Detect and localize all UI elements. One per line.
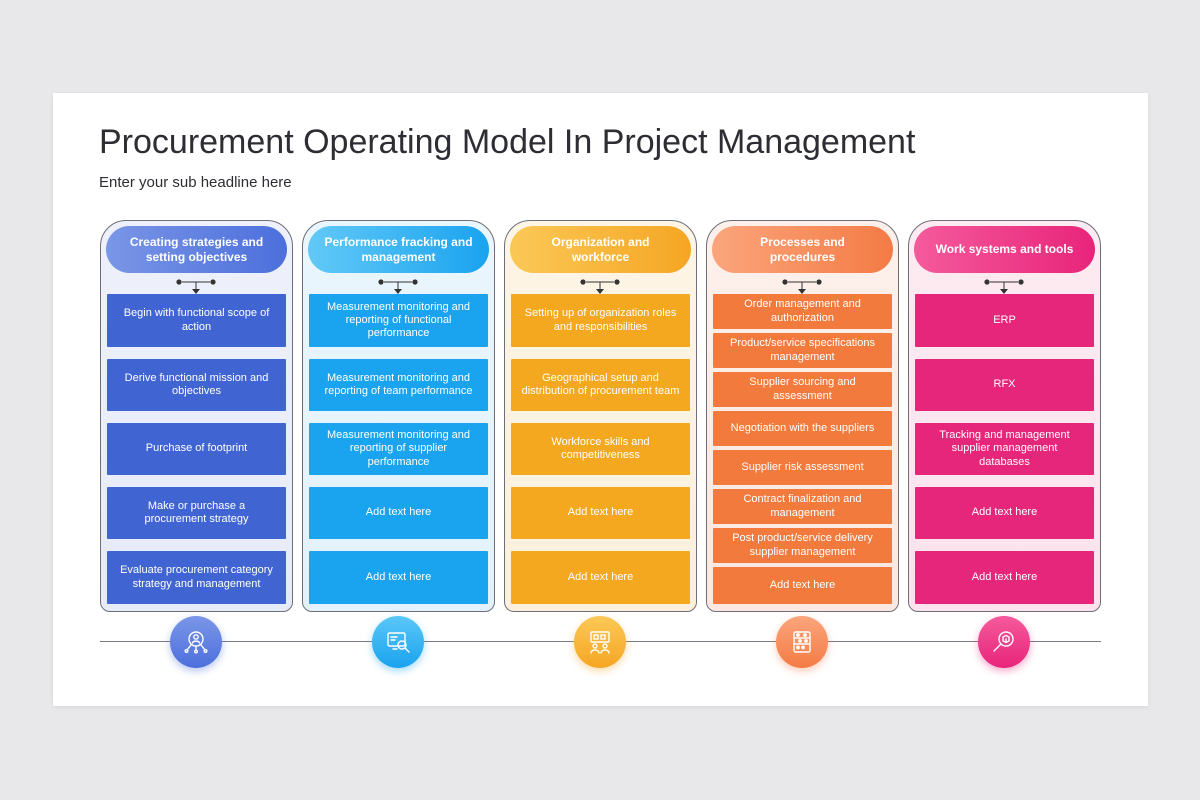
list-item: Negotiation with the suppliers [713, 411, 892, 446]
connector-arrow-icon [378, 279, 418, 294]
column-performance: Performance fracking and management Meas… [302, 220, 495, 612]
column-heading: Work systems and tools [914, 226, 1095, 273]
list-item: Geographical setup and distribution of p… [511, 359, 690, 411]
monitor-search-icon [372, 616, 424, 668]
column-heading: Organization and workforce [510, 226, 691, 273]
list-item: Derive functional mission and objectives [107, 359, 286, 411]
column-processes: Processes and procedures Order managemen… [706, 220, 899, 612]
list-item: Add text here [713, 567, 892, 604]
list-item: Post product/service delivery supplier m… [713, 528, 892, 563]
list-item: Order management and authorization [713, 294, 892, 329]
column-work-systems: Work systems and tools ERP RFX Tracking … [908, 220, 1101, 612]
column-heading: Performance fracking and management [308, 226, 489, 273]
team-presentation-icon [574, 616, 626, 668]
column-strategy: Creating strategies and setting objectiv… [100, 220, 293, 612]
connector-arrow-icon [176, 279, 216, 294]
list-item: Measurement monitoring and reporting of … [309, 359, 488, 411]
page-title: Procurement Operating Model In Project M… [99, 123, 916, 161]
list-item: Add text here [511, 551, 690, 604]
list-item: Setting up of organization roles and res… [511, 294, 690, 347]
list-item: ERP [915, 294, 1094, 347]
list-item: Make or purchase a procurement strategy [107, 487, 286, 539]
list-item: Purchase of footprint [107, 423, 286, 475]
column-heading: Creating strategies and setting objectiv… [106, 226, 287, 273]
slide: Procurement Operating Model In Project M… [53, 93, 1148, 706]
abacus-icon [776, 616, 828, 668]
list-item: Measurement monitoring and reporting of … [309, 294, 488, 347]
connector-arrow-icon [984, 279, 1024, 294]
list-item: Contract finalization and management [713, 489, 892, 524]
list-item: Add text here [309, 551, 488, 604]
list-item: Measurement monitoring and reporting of … [309, 423, 488, 475]
list-item: Supplier sourcing and assessment [713, 372, 892, 407]
list-item: Add text here [915, 551, 1094, 604]
column-organization: Organization and workforce Setting up of… [504, 220, 697, 612]
people-network-icon [170, 616, 222, 668]
list-item: Add text here [915, 487, 1094, 539]
list-item: Add text here [511, 487, 690, 539]
column-heading: Processes and procedures [712, 226, 893, 273]
connector-arrow-icon [782, 279, 822, 294]
list-item: Workforce skills and competitiveness [511, 423, 690, 475]
list-item: Product/service specifications managemen… [713, 333, 892, 368]
magnifier-cube-icon [978, 616, 1030, 668]
connector-arrow-icon [580, 279, 620, 294]
list-item: Begin with functional scope of action [107, 294, 286, 347]
list-item: Evaluate procurement category strategy a… [107, 551, 286, 604]
list-item: Tracking and management supplier managem… [915, 423, 1094, 475]
list-item: Supplier risk assessment [713, 450, 892, 485]
list-item: Add text here [309, 487, 488, 539]
list-item: RFX [915, 359, 1094, 411]
page-subtitle: Enter your sub headline here [99, 174, 292, 191]
